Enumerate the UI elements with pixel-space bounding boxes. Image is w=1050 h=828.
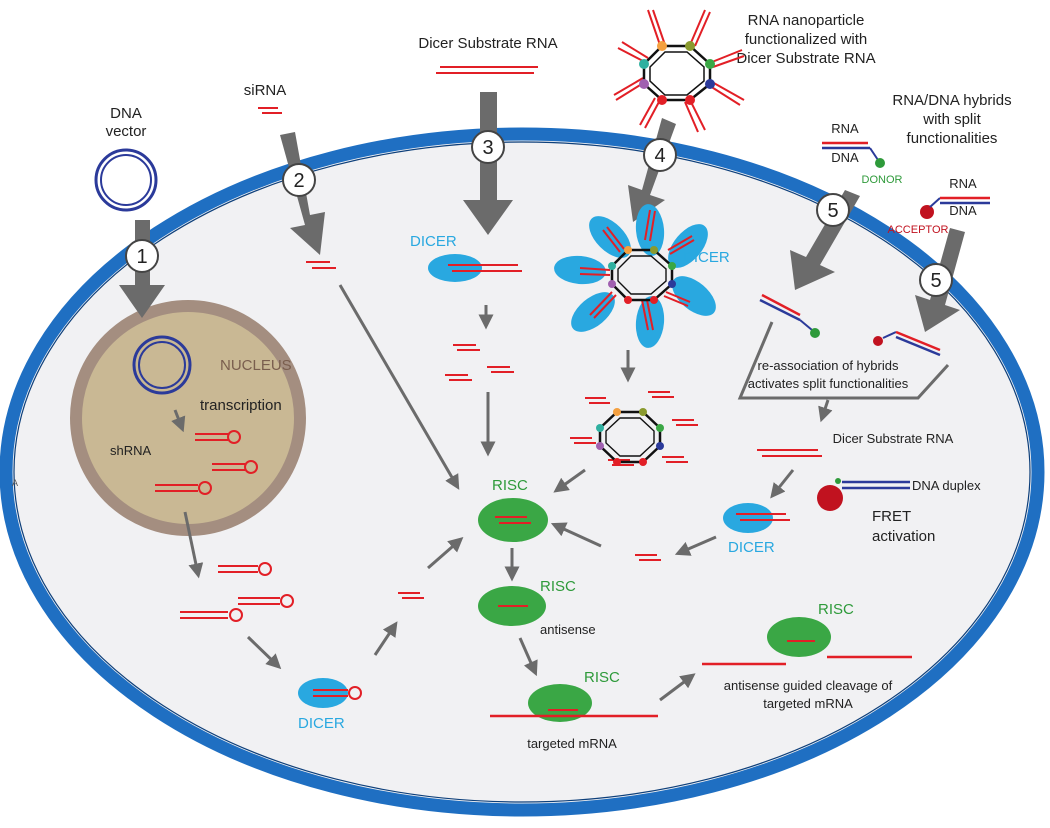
svg-text:RNA: RNA xyxy=(949,176,977,191)
step-5b-circle: 5 xyxy=(919,263,953,297)
dicer-nanoparticle-complex xyxy=(554,204,716,348)
dna-vector-label: DNA xyxy=(110,105,142,122)
dicer-right xyxy=(723,503,773,533)
nucleus-label: NUCLEUS xyxy=(220,357,292,374)
nanoparticle-diced xyxy=(570,391,698,466)
dicer-bottom-shrna xyxy=(313,686,362,700)
risc-on-mrna-label: RISC xyxy=(584,669,620,686)
svg-text:2: 2 xyxy=(293,170,304,192)
edge-mark: A xyxy=(12,478,18,488)
dicer-right-label: DICER xyxy=(728,539,775,556)
flow-arrows xyxy=(171,284,795,702)
hybrid-donor-inside xyxy=(759,293,820,338)
sirna-label: siRNA xyxy=(244,82,287,99)
fret-label-2: activation xyxy=(872,528,935,545)
dicer-step3 xyxy=(428,254,482,282)
risc-main-label: RISC xyxy=(492,477,528,494)
sirna-after-dicer-right xyxy=(635,554,661,561)
step-4-circle: 4 xyxy=(643,138,677,172)
svg-text:5: 5 xyxy=(930,270,941,292)
nanoparticle-label-2: functionalized with xyxy=(745,31,868,48)
fret-construct xyxy=(817,478,910,511)
hybrid-acceptor-inside xyxy=(873,330,941,357)
risc-main-sirna xyxy=(495,516,531,524)
svg-text:3: 3 xyxy=(482,137,493,159)
svg-text:ACCEPTOR: ACCEPTOR xyxy=(888,224,949,236)
dna-vector-label-2: vector xyxy=(106,123,147,140)
hybrids-label-1: RNA/DNA hybrids xyxy=(892,92,1011,109)
diced-products-step3 xyxy=(445,344,514,381)
nucleus xyxy=(70,300,306,536)
hybrid-acceptor: RNA DNA ACCEPTOR xyxy=(888,176,990,236)
shrna-hairpins-nucleus xyxy=(155,430,258,495)
antisense-label: antisense xyxy=(540,622,596,637)
step-2-circle: 2 xyxy=(282,163,316,197)
risc-antisense-label: RISC xyxy=(540,578,576,595)
sirna-after-dicer-bottom xyxy=(398,592,424,599)
transcription-label: transcription xyxy=(200,397,282,414)
fret-label-1: FRET xyxy=(872,508,911,525)
dicer-bottom-label: DICER xyxy=(298,715,345,732)
cleavage-label-1: antisense guided cleavage of xyxy=(724,678,893,693)
risc-main xyxy=(478,498,548,542)
reassociation-label-1: re-association of hybrids xyxy=(758,358,899,373)
dicer-bottom xyxy=(298,678,348,708)
arrow-reassoc-down xyxy=(818,399,833,423)
dicer-right-substrate xyxy=(736,513,790,521)
shrna-label: shRNA xyxy=(110,443,152,458)
reassociation-bracket xyxy=(737,321,950,400)
risc-on-mrna xyxy=(528,684,592,722)
nanoparticle-label-3: Dicer Substrate RNA xyxy=(736,50,875,67)
svg-text:1: 1 xyxy=(136,246,147,268)
shrna-hairpins-cytoplasm xyxy=(180,562,294,622)
dna-duplex-label: DNA duplex xyxy=(912,478,981,493)
step-3-circle: 3 xyxy=(471,130,505,164)
reassociation-label-2: activates split functionalities xyxy=(748,376,909,391)
rna-nanoparticle-top xyxy=(613,9,745,133)
dicer-substrate-duplex-top xyxy=(436,66,538,74)
svg-text:4: 4 xyxy=(654,145,665,167)
dna-vector-plasmid xyxy=(94,148,158,212)
dicer-step3-substrate xyxy=(448,264,522,272)
risc-cleavage-label: RISC xyxy=(818,601,854,618)
hybrid-donor: RNA DNA DONOR xyxy=(822,121,903,186)
targeted-mrna-label: targeted mRNA xyxy=(527,736,617,751)
dicer-step3-label: DICER xyxy=(410,233,457,250)
dicer-step4-label: DICER xyxy=(683,249,730,266)
dicer-substrate-label-mid: Dicer Substrate RNA xyxy=(833,431,954,446)
risc-cleavage xyxy=(767,617,831,657)
svg-text:DNA: DNA xyxy=(831,150,859,165)
step-1-circle: 1 xyxy=(125,239,159,273)
svg-text:DNA: DNA xyxy=(949,203,977,218)
sirna-duplex-outside xyxy=(258,107,282,114)
svg-text:5: 5 xyxy=(827,200,838,222)
hybrids-label-2: with split xyxy=(922,111,981,128)
dicer-substrate-duplex-mid xyxy=(757,449,822,457)
cleavage-label-2: targeted mRNA xyxy=(763,696,853,711)
step-5a-circle: 5 xyxy=(816,193,850,227)
nanoparticle-label-1: RNA nanoparticle xyxy=(748,12,865,29)
sirna-duplex-inside xyxy=(306,261,336,269)
svg-text:RNA: RNA xyxy=(831,121,859,136)
svg-text:DONOR: DONOR xyxy=(862,174,903,186)
cell-membrane-inner-line xyxy=(13,141,1031,803)
dicer-substrate-label-top: Dicer Substrate RNA xyxy=(418,35,557,52)
hybrids-label-3: functionalities xyxy=(907,130,998,147)
plasmid-in-nucleus xyxy=(132,335,192,395)
